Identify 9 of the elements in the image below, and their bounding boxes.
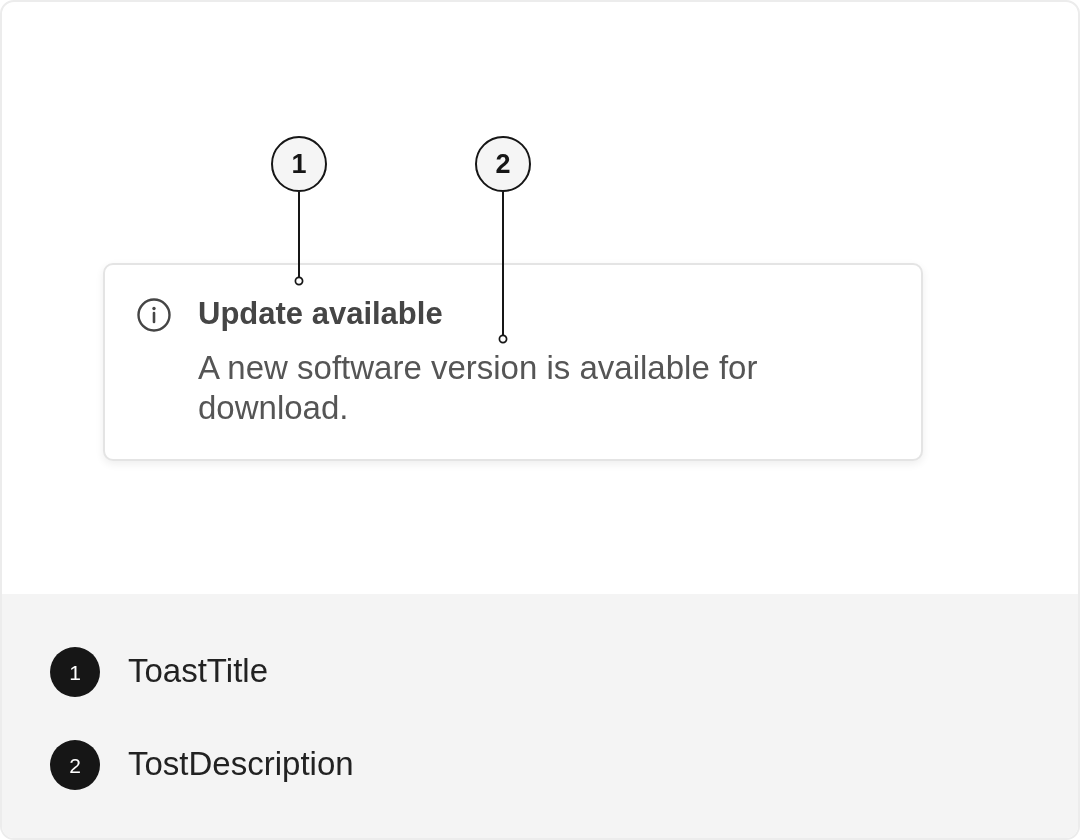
node-caption: ToastTitle bbox=[128, 651, 268, 691]
leader-line bbox=[498, 191, 508, 344]
node-caption: TostDescription bbox=[128, 744, 354, 784]
callout-number: 1 bbox=[271, 136, 327, 192]
callout-number: 2 bbox=[475, 136, 531, 192]
toast-title: Update available bbox=[198, 290, 443, 338]
leader-line bbox=[294, 191, 304, 286]
toast-card bbox=[103, 263, 923, 461]
toast-description: A new software version is available for download. bbox=[198, 348, 848, 428]
